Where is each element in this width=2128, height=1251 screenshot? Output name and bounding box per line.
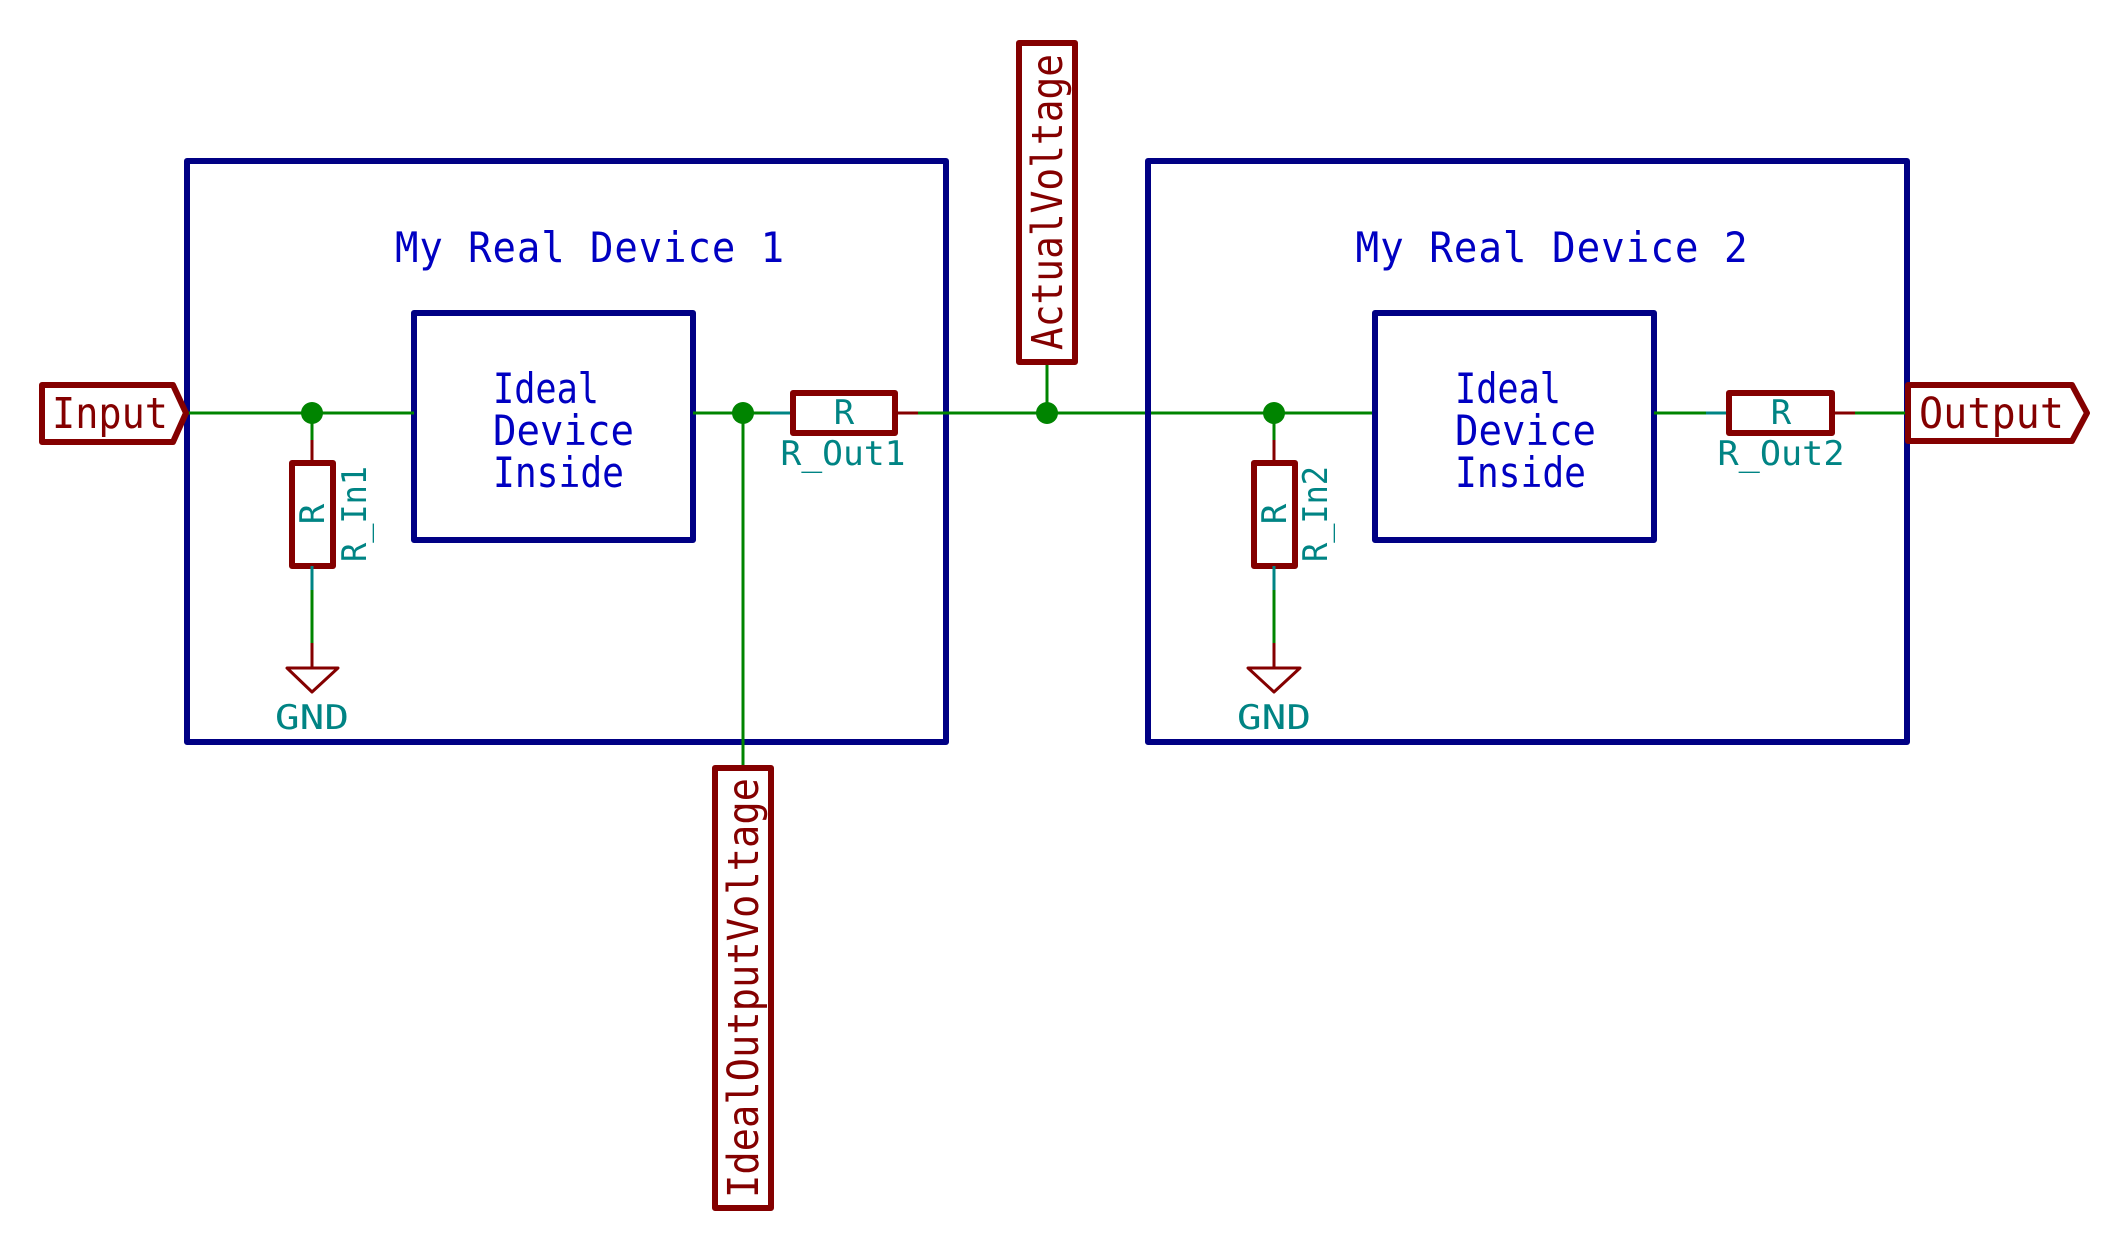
r-in1-reference: R_In1 (335, 466, 375, 562)
net-label-output[interactable]: Output (1905, 382, 2090, 444)
resistor-r-in2[interactable]: R R_In2 (1251, 413, 1336, 668)
device-1-inner-line-3: Inside (493, 448, 624, 497)
input-label-shape (39, 382, 189, 445)
device-1-inner-box[interactable] (411, 310, 696, 543)
ground-symbol-2[interactable]: GND (1237, 666, 1311, 738)
resistor-r-in1[interactable]: R R_In1 (289, 413, 375, 668)
net-label-ideal-output-voltage[interactable]: IdealOutputVoltage (712, 765, 774, 1211)
actual-voltage-label-text: ActualVoltage (1023, 54, 1073, 350)
gnd-1-label: GND (275, 698, 349, 738)
ground-symbol-1[interactable]: GND (275, 666, 349, 738)
device-1-inner-line-2: Device (493, 406, 634, 455)
r-in2-reference: R_In2 (1296, 466, 1336, 562)
device-1-inner-line-1: Ideal (493, 364, 599, 413)
output-label-text: Output (1919, 389, 2064, 439)
junction-device-2-input (1263, 402, 1285, 424)
resistor-r-out2[interactable]: R R_Out2 (1706, 390, 1855, 474)
junction-ideal-output (732, 402, 754, 424)
actual-voltage-label-shape (1016, 40, 1078, 365)
net-label-actual-voltage[interactable]: ActualVoltage (1016, 40, 1078, 365)
device-2-inner-line-3: Inside (1455, 448, 1586, 497)
ideal-output-voltage-label-shape (712, 765, 774, 1211)
junction-input (301, 402, 323, 424)
device-2-inner-line-2: Device (1455, 406, 1596, 455)
r-out1-value: R (834, 393, 855, 433)
device-2-inner-box[interactable] (1372, 310, 1657, 543)
r-out2-reference: R_Out2 (1718, 434, 1845, 474)
device-1-outer-box[interactable] (184, 158, 949, 745)
net-label-input[interactable]: Input (39, 382, 189, 445)
r-out2-value: R (1771, 393, 1792, 433)
device-1: My Real Device 1 Ideal Device Inside R R… (184, 158, 949, 768)
device-2: My Real Device 2 Ideal Device Inside R R… (1145, 158, 1910, 745)
device-2-title: My Real Device 2 (1356, 223, 1749, 272)
device-2-outer-box[interactable] (1145, 158, 1910, 745)
r-out1-body (790, 390, 898, 436)
device-2-inner-line-1: Ideal (1455, 364, 1561, 413)
r-in1-value: R (293, 503, 333, 524)
junction-actual-voltage (1036, 402, 1058, 424)
r-in2-value: R (1255, 503, 1295, 524)
output-label-shape (1905, 382, 2090, 444)
ideal-output-voltage-label-text: IdealOutputVoltage (719, 778, 769, 1198)
resistor-r-out1[interactable]: R R_Out1 (770, 390, 918, 474)
r-out1-reference: R_Out1 (781, 434, 906, 474)
device-1-title: My Real Device 1 (395, 223, 785, 272)
ground-icon (1246, 666, 1302, 694)
r-in1-body (289, 460, 336, 569)
ground-icon (285, 666, 340, 694)
input-label-text: Input (52, 389, 168, 439)
gnd-2-label: GND (1237, 698, 1311, 738)
r-in2-body (1251, 460, 1298, 569)
